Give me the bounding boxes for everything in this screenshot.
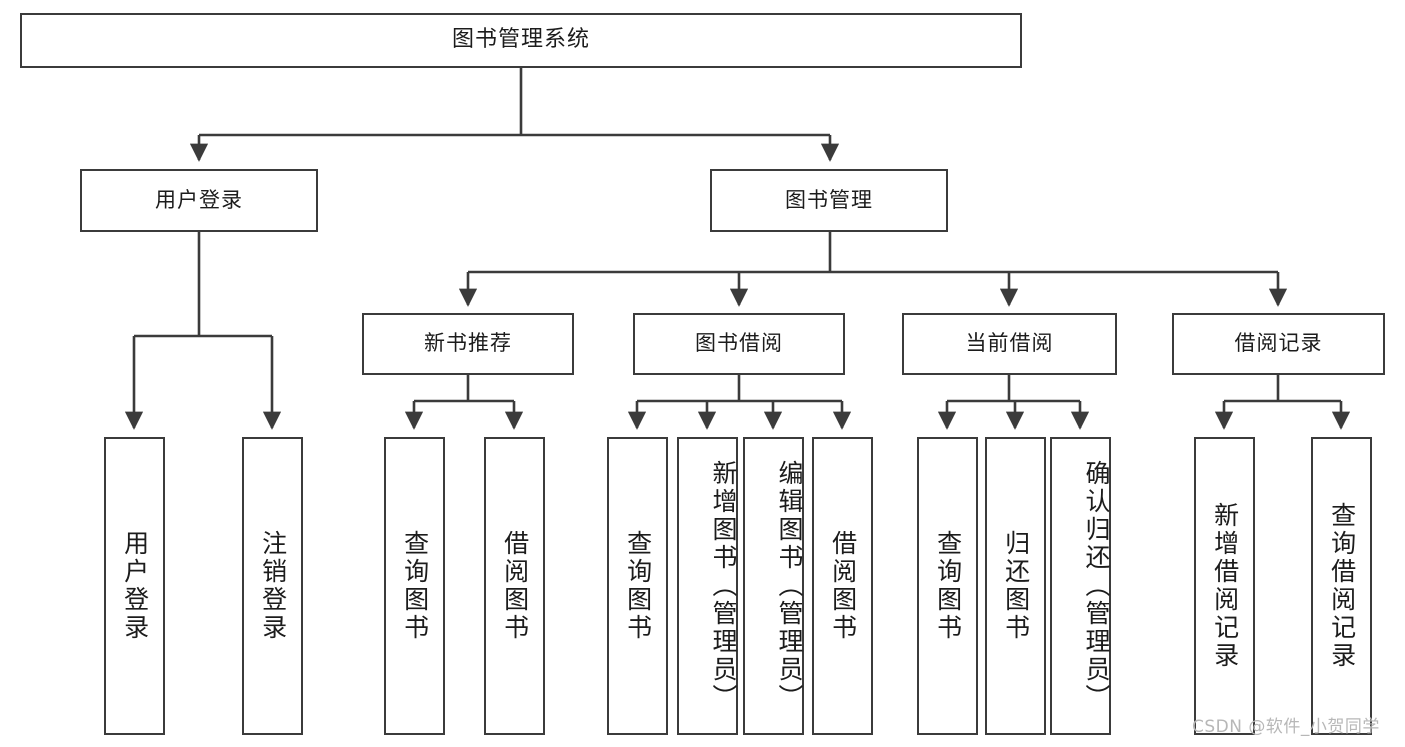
leaf-user-login[interactable]: 用户登录 — [104, 437, 165, 735]
leaf-query-borrow-record[interactable]: 查询借阅记录 — [1311, 437, 1372, 735]
node-new-book-recommend[interactable]: 新书推荐 — [362, 313, 574, 375]
leaf-borrow-book-borrow[interactable]: 借阅图书 — [812, 437, 873, 735]
node-label: 编辑图书（管理员） — [775, 460, 804, 712]
node-label: 借阅图书 — [500, 530, 530, 642]
leaf-add-borrow-record[interactable]: 新增借阅记录 — [1194, 437, 1255, 735]
node-book-borrow[interactable]: 图书借阅 — [633, 313, 845, 375]
node-book-manage[interactable]: 图书管理 — [710, 169, 948, 232]
leaf-confirm-return-admin[interactable]: 确认归还（管理员） — [1050, 437, 1111, 735]
node-label: 用户登录 — [120, 530, 150, 642]
node-label: 图书管理 — [785, 187, 873, 212]
node-label: 当前借阅 — [965, 331, 1054, 356]
node-label: 图书借阅 — [695, 331, 783, 356]
leaf-query-book-current[interactable]: 查询图书 — [917, 437, 978, 735]
leaf-query-book-borrow[interactable]: 查询图书 — [607, 437, 668, 735]
leaf-add-book-admin[interactable]: 新增图书（管理员） — [677, 437, 738, 735]
node-label: 图书管理系统 — [451, 27, 590, 53]
node-label: 查询借阅记录 — [1327, 502, 1357, 670]
leaf-edit-book-admin[interactable]: 编辑图书（管理员） — [743, 437, 804, 735]
node-label: 查询图书 — [933, 530, 963, 642]
node-borrow-record[interactable]: 借阅记录 — [1172, 313, 1385, 375]
node-label: 新增借阅记录 — [1210, 502, 1240, 670]
node-label: 用户登录 — [155, 187, 243, 212]
node-root-system[interactable]: 图书管理系统 — [20, 13, 1022, 68]
node-current-borrow[interactable]: 当前借阅 — [902, 313, 1117, 375]
leaf-borrow-book-recommend[interactable]: 借阅图书 — [484, 437, 545, 735]
node-label: 查询图书 — [623, 530, 653, 642]
leaf-return-book[interactable]: 归还图书 — [985, 437, 1046, 735]
node-label: 新增图书（管理员） — [709, 460, 738, 712]
leaf-query-book-recommend[interactable]: 查询图书 — [384, 437, 445, 735]
leaf-logout[interactable]: 注销登录 — [242, 437, 303, 735]
node-label: 查询图书 — [400, 530, 430, 642]
node-label: 借阅记录 — [1234, 331, 1323, 356]
node-label: 借阅图书 — [828, 530, 858, 642]
node-label: 确认归还（管理员） — [1082, 460, 1111, 712]
node-user-login[interactable]: 用户登录 — [80, 169, 318, 232]
node-label: 归还图书 — [1001, 530, 1031, 642]
node-label: 新书推荐 — [424, 331, 512, 356]
node-label: 注销登录 — [258, 530, 288, 642]
